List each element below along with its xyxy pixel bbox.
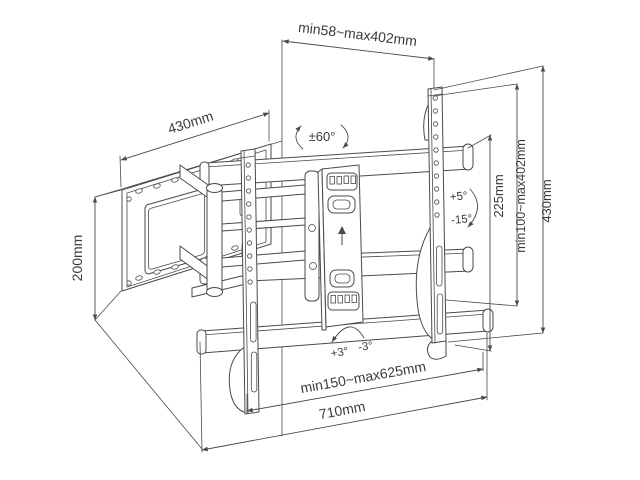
right-rail-foot — [426, 340, 447, 360]
dimension-rail-span: 225mm — [454, 134, 506, 352]
swivel-label: ±60° — [309, 129, 336, 144]
swivel-arrow-right — [340, 124, 349, 149]
dimension-extension-depth: min58~max402mm — [282, 19, 435, 61]
up-arrow-icon — [338, 226, 346, 246]
tilt-annotation: +5° -15° — [449, 188, 478, 228]
roll-annotation: +3° -3° — [330, 326, 374, 360]
dimension-bracket-width: 710mm — [199, 332, 488, 453]
bracket-width-label: 710mm — [318, 398, 367, 422]
pivot-post-left — [206, 185, 223, 295]
roll-minus-label: -3° — [357, 340, 373, 354]
swivel-annotation: ±60° — [295, 124, 349, 150]
pivot-screw — [308, 224, 316, 232]
tilt-down-label: -15° — [451, 213, 473, 227]
rail-span-label: 225mm — [491, 174, 506, 217]
right-vertical-rail — [415, 86, 447, 360]
right-rail-holes — [432, 95, 444, 335]
dimension-wall-plate-height: 200mm — [69, 189, 122, 321]
pivot-screw — [309, 262, 317, 270]
swivel-arrow-left — [295, 125, 304, 150]
roll-arrow — [331, 326, 365, 343]
bracket-height-label: 430mm — [539, 179, 554, 222]
pivot-post-right — [304, 170, 320, 302]
dimension-vesa-height: min100~max402mm — [433, 83, 528, 307]
wall-plate-height-label: 200mm — [69, 235, 85, 282]
roll-plus-label: +3° — [330, 346, 349, 360]
tilt-up-label: +5° — [449, 190, 468, 203]
center-hook-plate — [317, 164, 364, 331]
tilt-arrow — [467, 188, 478, 228]
vesa-height-label: min100~max402mm — [514, 139, 528, 253]
dimension-bracket-height: 430mm — [433, 65, 554, 343]
